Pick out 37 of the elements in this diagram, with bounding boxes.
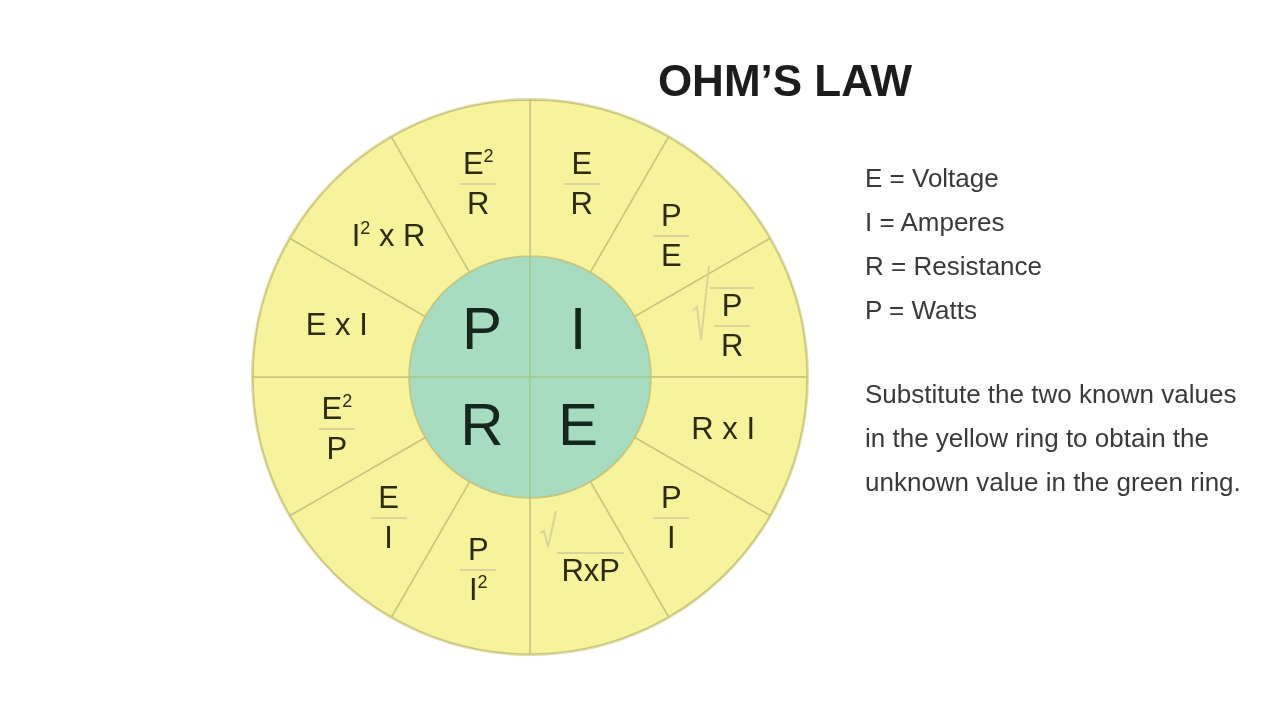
formula-sector	[589, 136, 771, 318]
formula-text: E	[378, 481, 399, 516]
legend-text: P = Watts	[865, 295, 977, 325]
formula-text: I	[667, 521, 676, 556]
quadrant	[408, 376, 531, 499]
quantity-symbol: R	[460, 393, 504, 458]
quantity-symbol: E	[558, 393, 599, 458]
quantity-symbol: I	[569, 296, 587, 361]
formula-text: E	[661, 238, 682, 273]
formula-text: R	[467, 186, 490, 221]
formula-text: P	[661, 481, 682, 516]
formula-sector	[634, 376, 808, 517]
quadrant	[529, 255, 652, 378]
formula-text: E$^{2}$	[321, 391, 353, 426]
title: OHM’S LAW	[656, 56, 914, 106]
formula-text: P	[661, 198, 682, 233]
formula-text: R	[720, 329, 744, 364]
formula-text: R	[570, 186, 593, 221]
formula-text: I	[384, 521, 393, 556]
quadrant	[529, 376, 652, 499]
legend-text: R = Resistance	[865, 251, 1043, 281]
legend-text: E = Voltage	[865, 163, 999, 193]
formula-text: R x I	[691, 411, 756, 446]
instruction-text: Substitute the two known values in the yellow ring to obtain the unknown value in the green ring.	[865, 378, 1242, 499]
formula-sector	[252, 376, 426, 517]
quantity-symbol: P	[461, 296, 502, 361]
formula-text: P	[467, 533, 489, 568]
formula-text: P	[721, 289, 743, 324]
formula-text: E$^{2}$	[462, 146, 494, 181]
formula-text: I$^{2}$	[468, 573, 488, 608]
formula-text: I$^{2}$ x R	[351, 218, 426, 253]
formula-text: E	[571, 146, 593, 181]
formula-text: E x I	[305, 308, 368, 343]
legend-text: I = Amperes	[865, 207, 1005, 237]
formula-text: P	[326, 431, 348, 466]
formula-sector	[634, 237, 808, 378]
formula-text: RxP	[561, 554, 621, 589]
